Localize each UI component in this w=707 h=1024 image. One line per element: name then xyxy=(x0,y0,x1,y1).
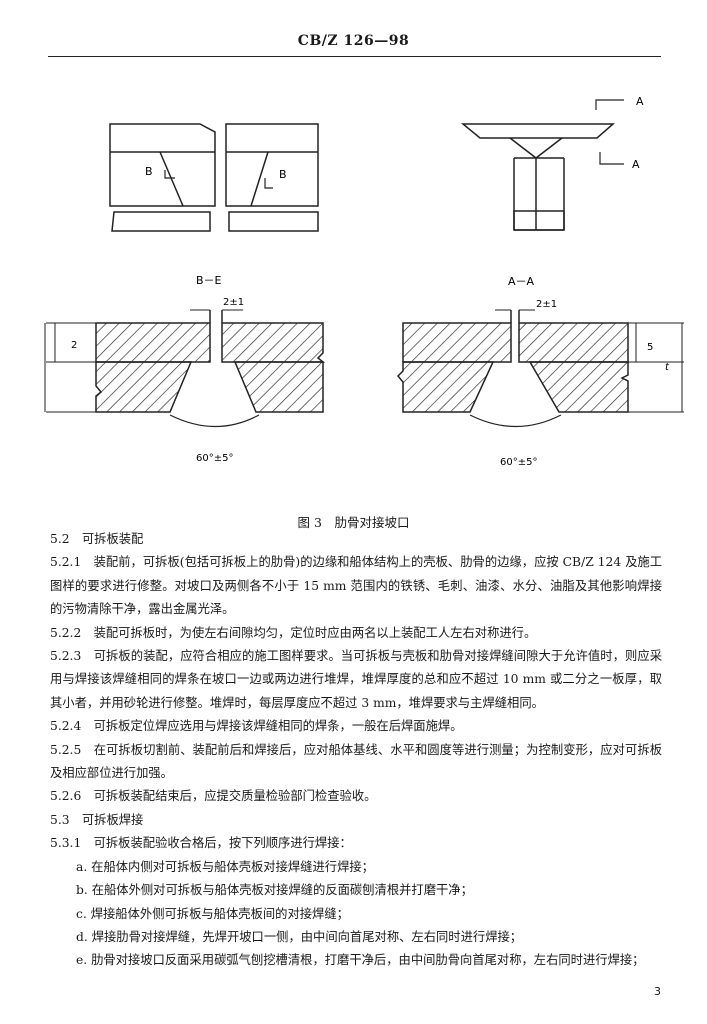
list-item-c: c. 焊接船体外侧可拆板与船体壳板间的对接焊缝； xyxy=(76,906,349,921)
section-5-3-heading: 5.3 可拆板焊接 xyxy=(50,812,144,827)
left-section-title: B－E xyxy=(196,274,222,287)
right-groove-angle: 60°±5° xyxy=(500,457,537,468)
right-section-view xyxy=(396,309,684,428)
top-left-plan-view xyxy=(109,123,319,232)
paragraph-5-2-4: 5.2.4 可拆板定位焊应选用与焊接该焊缝相同的焊条，一般在后焊面施焊。 xyxy=(50,719,463,734)
right-section-title: A－A xyxy=(508,275,535,288)
list-item-a: a. 在船体内侧对可拆板与船体壳板对接焊缝进行焊接； xyxy=(76,859,374,874)
list-item-d: d. 焊接肋骨对接焊缝，先焊开坡口一侧，由中间向首尾对称、左右同时进行焊接； xyxy=(76,929,523,944)
section-mark-b-left: B xyxy=(145,165,153,178)
list-item-e: e. 肋骨对接坡口反面采用碳弧气刨挖槽清根，打磨干净后，由中间肋骨向首尾对称，左… xyxy=(76,953,645,968)
header-rule xyxy=(48,56,661,57)
left-groove-angle: 60°±5° xyxy=(196,453,233,464)
standard-code: CB/Z 126—98 xyxy=(297,33,410,49)
paragraph-5-2-2: 5.2.2 装配可拆板时，为使左右间隙均匀，定位时应由两名以上装配工人左右对称进… xyxy=(50,625,537,640)
list-item-b: b. 在船体外侧对可拆板与船体壳板对接焊缝的反面碳刨清根并打磨干净； xyxy=(76,883,473,898)
right-gap-dimension: 2±1 xyxy=(536,299,557,310)
section-mark-b-right: B xyxy=(279,168,287,181)
paragraph-5-3-1: 5.3.1 可拆板装配验收合格后，按下列顺序进行焊接： xyxy=(50,836,352,851)
paragraph-5-2-6: 5.2.6 可拆板装配结束后，应提交质量检验部门检查验收。 xyxy=(50,789,377,804)
right-total-thickness: t xyxy=(665,362,670,373)
left-thickness-dimension: 2 xyxy=(71,340,77,351)
page-number: 3 xyxy=(654,985,661,998)
paragraph-5-2-1: 5.2.1 装配前，可拆板(包括可拆板上的肋骨)的边缘和船体结构上的壳板、肋骨的… xyxy=(50,555,662,617)
left-gap-dimension: 2±1 xyxy=(223,297,244,308)
body-text: 5.2 可拆板装配 5.2.1 装配前，可拆板(包括可拆板上的肋骨)的边缘和船体… xyxy=(50,528,662,973)
figure-3-rib-butt-groove: B B A A B－E xyxy=(44,95,684,468)
left-section-view xyxy=(44,309,326,428)
paragraph-5-2-5: 5.2.5 在可拆板切割前、装配前后和焊接后，应对船体基线、水平和圆度等进行测量… xyxy=(50,742,662,781)
right-thickness-dimension: 5 xyxy=(647,342,653,353)
section-mark-a-top: A xyxy=(636,95,644,108)
section-mark-a-bottom: A xyxy=(632,158,640,171)
figure-caption: 图 3 肋骨对接坡口 xyxy=(297,515,410,530)
top-right-profile-view xyxy=(460,99,624,231)
paragraph-5-2-3: 5.2.3 可拆板的装配，应符合相应的施工图样要求。当可拆板与壳板和肋骨对接焊缝… xyxy=(50,649,662,710)
section-5-2-heading: 5.2 可拆板装配 xyxy=(50,532,144,546)
